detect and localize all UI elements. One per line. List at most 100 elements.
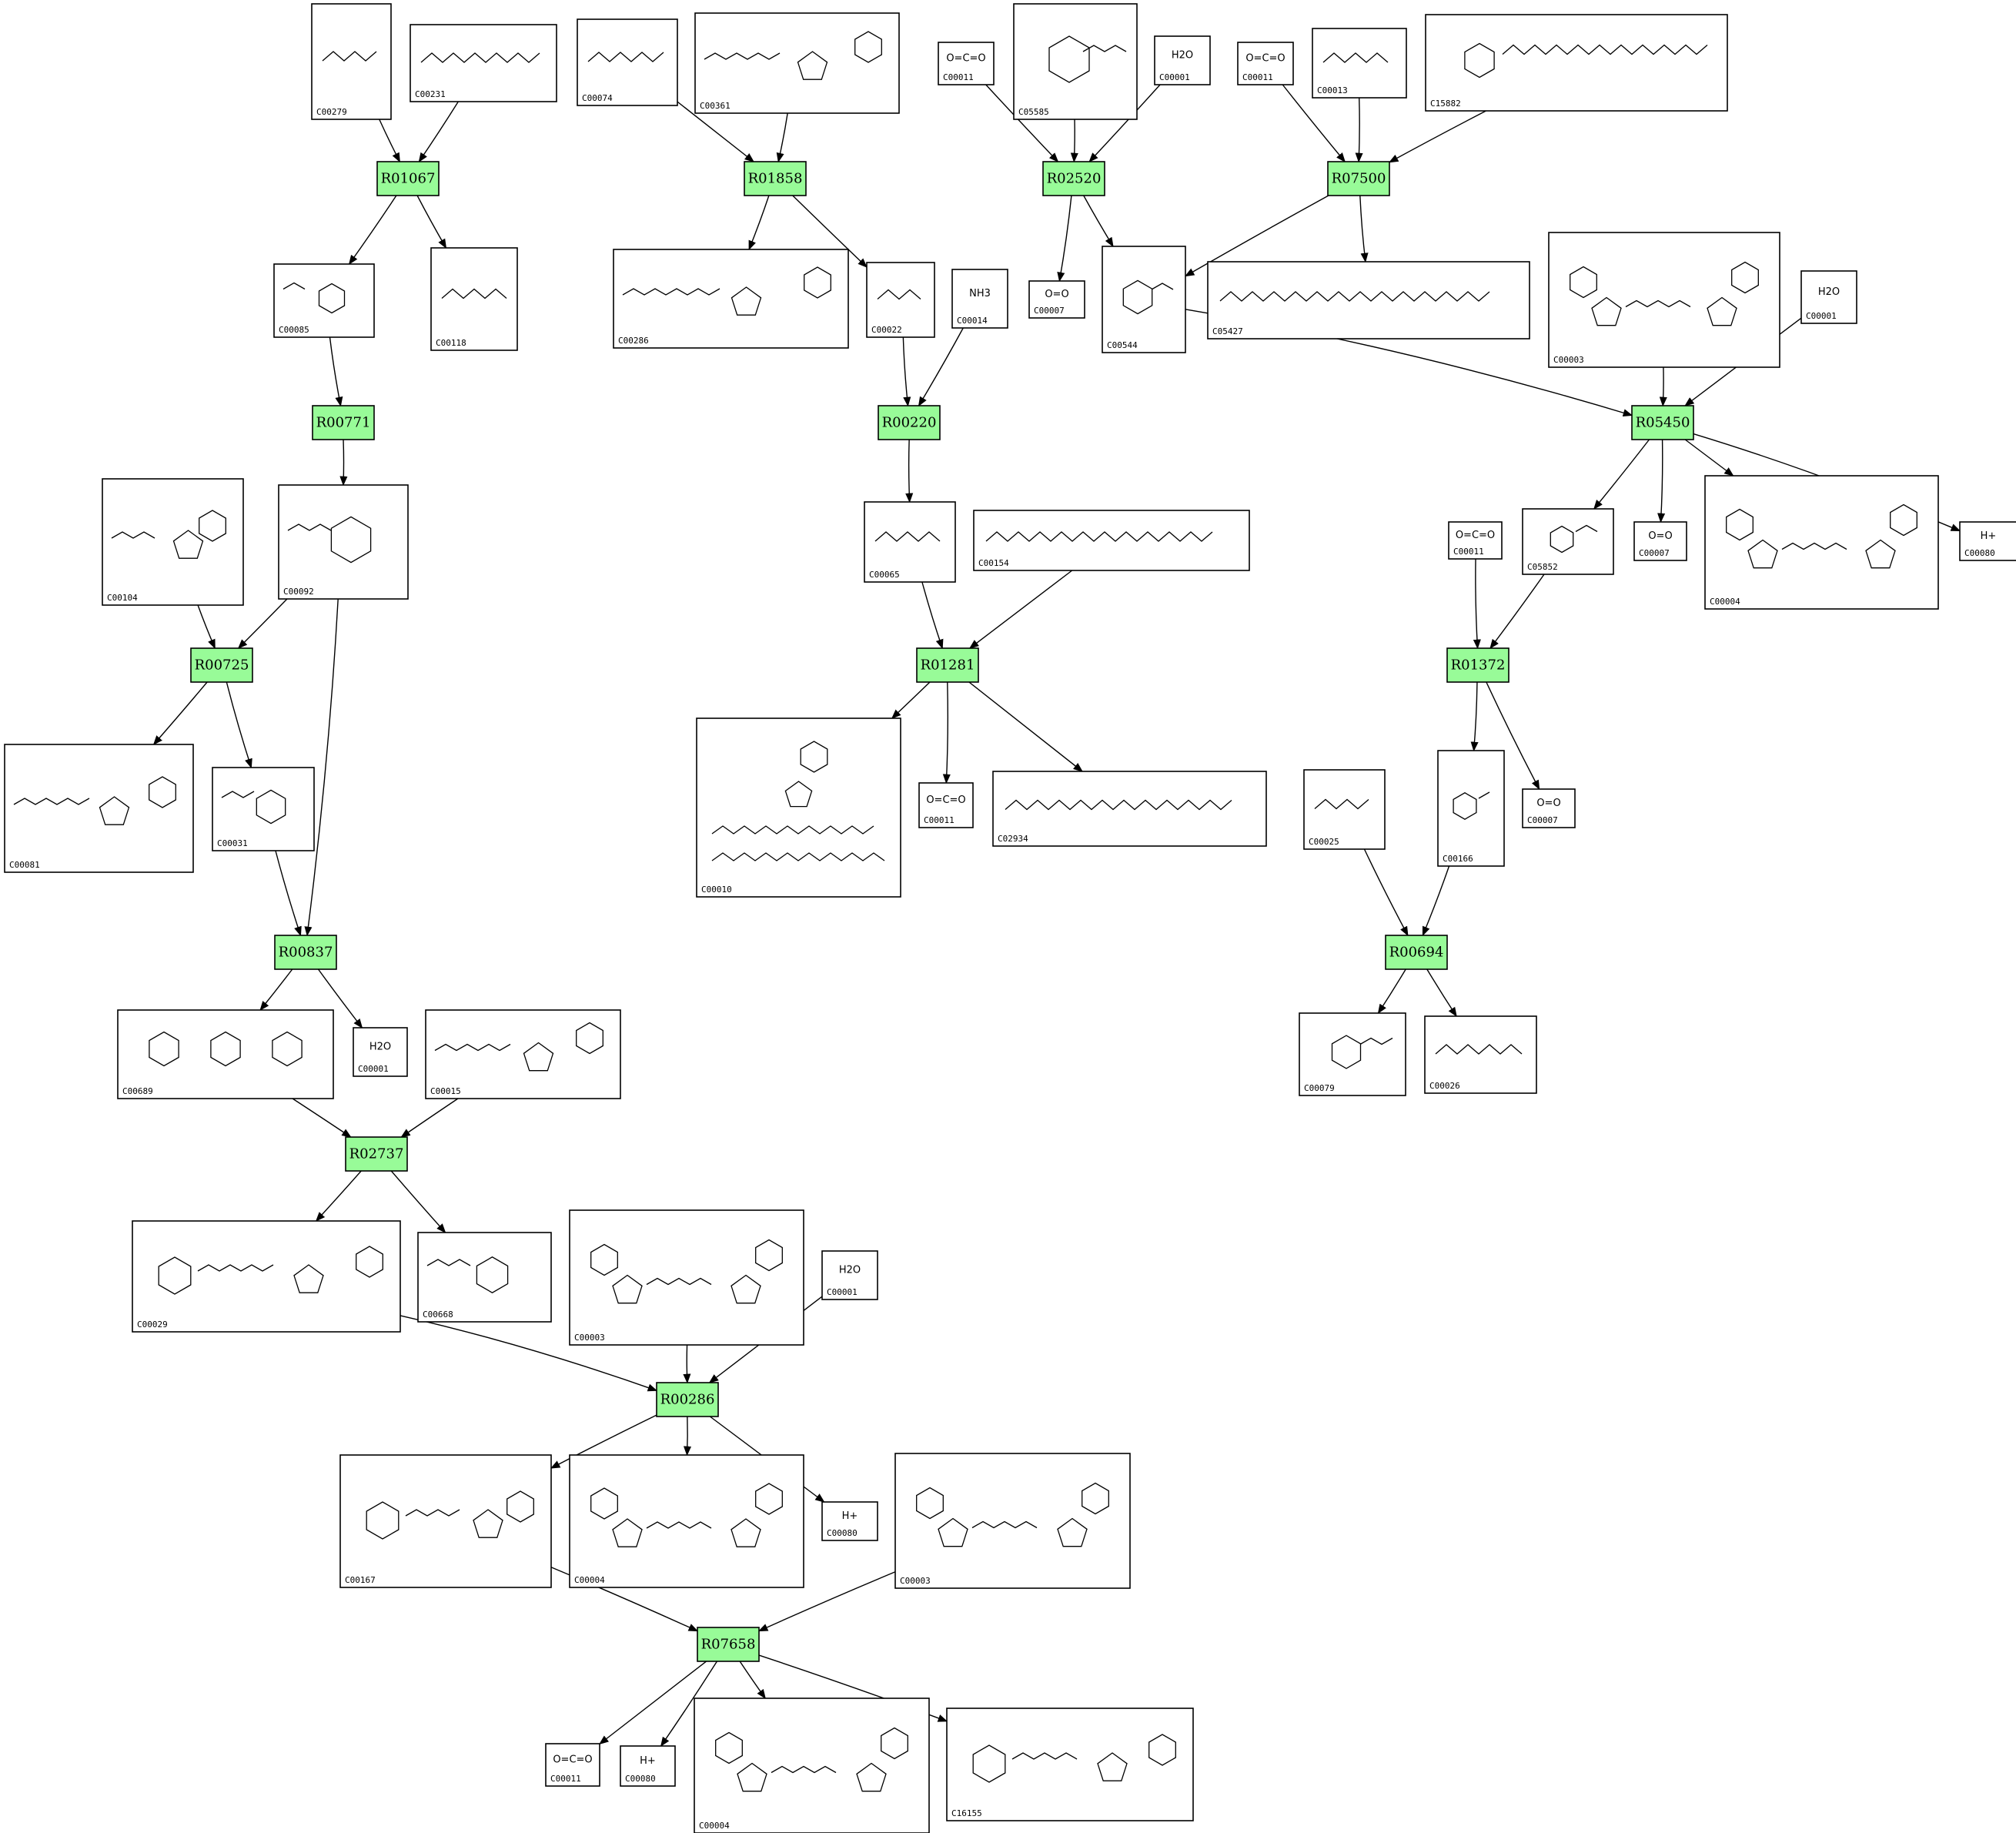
reaction-node-R07500[interactable]: R07500 — [1327, 161, 1390, 196]
compound-node-C00026[interactable]: C00026 — [1424, 1015, 1537, 1094]
reaction-node-R05450[interactable]: R05450 — [1631, 405, 1694, 440]
compound-node-C00003[interactable]: C00003 — [569, 1209, 804, 1346]
compound-node-C00029[interactable]: C00029 — [132, 1220, 401, 1333]
compound-box[interactable] — [1448, 521, 1503, 560]
compound-box[interactable] — [1522, 788, 1576, 828]
reaction-node-R01372[interactable]: R01372 — [1446, 647, 1509, 683]
reaction-box[interactable] — [697, 1627, 760, 1662]
compound-node-C00003[interactable]: C00003 — [894, 1453, 1131, 1589]
compound-box[interactable] — [278, 484, 409, 600]
compound-box[interactable] — [430, 247, 518, 351]
compound-node-C00092[interactable]: C00092 — [278, 484, 409, 600]
compound-node-C00004[interactable]: C00004 — [569, 1454, 804, 1588]
compound-box[interactable] — [1704, 475, 1939, 610]
compound-box[interactable] — [1303, 769, 1386, 850]
compound-node-C00118[interactable]: C00118 — [430, 247, 518, 351]
compound-box[interactable] — [569, 1454, 804, 1588]
reaction-node-R07658[interactable]: R07658 — [697, 1627, 760, 1662]
compound-box[interactable] — [569, 1209, 804, 1346]
compound-node-C00361[interactable]: C00361 — [694, 12, 900, 114]
compound-node-C00025[interactable]: C00025 — [1303, 769, 1386, 850]
compound-box[interactable] — [545, 1743, 600, 1787]
compound-node-C00003[interactable]: C00003 — [1548, 232, 1780, 368]
compound-node-C00154[interactable]: C00154 — [973, 510, 1250, 571]
compound-node-C00022[interactable]: C00022 — [866, 262, 935, 338]
compound-box[interactable] — [1028, 280, 1085, 319]
reaction-node-R00837[interactable]: R00837 — [274, 935, 337, 970]
compound-node-C00080[interactable]: H+C00080 — [1959, 521, 2016, 561]
compound-node-C00279[interactable]: C00279 — [311, 3, 392, 120]
compound-box[interactable] — [1237, 42, 1294, 85]
compound-node-C00031[interactable]: C00031 — [212, 767, 315, 851]
compound-node-C16155[interactable]: C16155 — [946, 1708, 1194, 1821]
reaction-box[interactable] — [1446, 647, 1509, 683]
compound-box[interactable] — [864, 501, 956, 583]
compound-box[interactable] — [821, 1250, 878, 1300]
compound-node-C00010[interactable]: C00010 — [696, 717, 901, 898]
compound-node-C15882[interactable]: C15882 — [1425, 14, 1728, 112]
compound-box[interactable] — [973, 510, 1250, 571]
compound-node-C00166[interactable]: C00166 — [1437, 750, 1505, 867]
reaction-node-R00286[interactable]: R00286 — [656, 1382, 719, 1417]
compound-box[interactable] — [1522, 508, 1614, 575]
compound-box[interactable] — [694, 1698, 930, 1833]
reaction-node-R01067[interactable]: R01067 — [376, 161, 440, 196]
compound-box[interactable] — [946, 1708, 1194, 1821]
compound-box[interactable] — [1424, 1015, 1537, 1094]
compound-box[interactable] — [212, 767, 315, 851]
reaction-box[interactable] — [916, 647, 979, 683]
reaction-node-R01281[interactable]: R01281 — [916, 647, 979, 683]
compound-box[interactable] — [1437, 750, 1505, 867]
compound-box[interactable] — [117, 1009, 334, 1099]
compound-box[interactable] — [417, 1232, 552, 1323]
compound-node-C00668[interactable]: C00668 — [417, 1232, 552, 1323]
reaction-box[interactable] — [376, 161, 440, 196]
compound-box[interactable] — [1800, 270, 1857, 324]
compound-node-C00167[interactable]: C00167 — [339, 1454, 552, 1588]
compound-node-C05852[interactable]: C05852 — [1522, 508, 1614, 575]
reaction-box[interactable] — [1631, 405, 1694, 440]
compound-node-C00080[interactable]: H+C00080 — [620, 1745, 676, 1787]
compound-node-C00079[interactable]: C00079 — [1299, 1012, 1406, 1096]
compound-box[interactable] — [918, 782, 974, 828]
compound-box[interactable] — [821, 1501, 878, 1541]
reaction-node-R01858[interactable]: R01858 — [744, 161, 807, 196]
compound-box[interactable] — [339, 1454, 552, 1588]
reaction-box[interactable] — [1327, 161, 1390, 196]
compound-node-C00104[interactable]: C00104 — [102, 478, 244, 606]
reaction-box[interactable] — [656, 1382, 719, 1417]
reaction-box[interactable] — [312, 405, 375, 440]
reaction-node-R00725[interactable]: R00725 — [190, 647, 253, 683]
compound-box[interactable] — [132, 1220, 401, 1333]
reaction-box[interactable] — [274, 935, 337, 970]
compound-box[interactable] — [1207, 261, 1530, 340]
compound-box[interactable] — [951, 269, 1008, 329]
compound-box[interactable] — [410, 24, 557, 102]
compound-box[interactable] — [1312, 28, 1407, 99]
compound-box[interactable] — [353, 1027, 408, 1077]
compound-box[interactable] — [938, 42, 995, 85]
compound-node-C02934[interactable]: C02934 — [992, 771, 1267, 847]
compound-node-C00286[interactable]: C00286 — [613, 249, 849, 349]
compound-box[interactable] — [1959, 521, 2016, 561]
compound-box[interactable] — [696, 717, 901, 898]
reaction-box[interactable] — [1385, 935, 1448, 970]
compound-node-C05427[interactable]: C05427 — [1207, 261, 1530, 340]
reaction-box[interactable] — [1042, 161, 1105, 196]
compound-box[interactable] — [894, 1453, 1131, 1589]
compound-node-C00015[interactable]: C00015 — [425, 1009, 621, 1099]
compound-box[interactable] — [1154, 35, 1211, 85]
compound-box[interactable] — [992, 771, 1267, 847]
reaction-node-R00694[interactable]: R00694 — [1385, 935, 1448, 970]
compound-box[interactable] — [1425, 14, 1728, 112]
compound-box[interactable] — [425, 1009, 621, 1099]
compound-node-C00074[interactable]: C00074 — [577, 18, 678, 106]
